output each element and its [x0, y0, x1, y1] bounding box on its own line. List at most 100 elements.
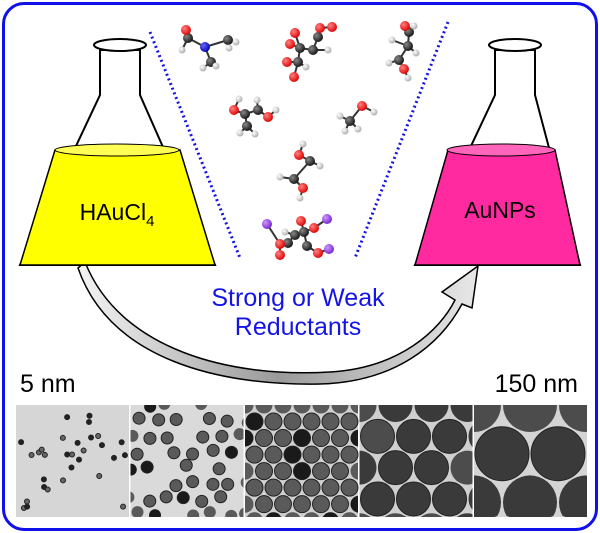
nanoparticle: [221, 477, 235, 491]
nanoparticle: [312, 429, 330, 448]
tem-image-strip: [16, 405, 587, 517]
nanoparticle: [350, 405, 358, 414]
atom: [285, 39, 295, 49]
nanoparticle: [530, 426, 586, 482]
atom: [289, 174, 299, 184]
nanoparticle: [284, 512, 301, 517]
nanoparticle: [432, 418, 467, 454]
atom: [315, 23, 325, 33]
nanoparticle: [264, 445, 283, 464]
nanoparticle: [28, 452, 35, 459]
nanoparticle: [414, 405, 449, 422]
nanoparticle: [24, 503, 31, 510]
nanoparticle: [302, 478, 321, 497]
atom: [212, 62, 220, 70]
molecule: [178, 25, 240, 72]
nanoparticle: [302, 412, 321, 431]
nanoparticle: [474, 405, 501, 432]
atom: [275, 250, 285, 260]
atom: [298, 183, 308, 193]
nanoparticle: [474, 426, 530, 482]
atom: [400, 21, 410, 31]
atom: [223, 35, 233, 45]
atom: [235, 95, 243, 103]
atom: [296, 194, 304, 202]
nanoparticle: [245, 445, 264, 464]
nanoparticle: [293, 405, 311, 414]
nanoparticle: [303, 512, 320, 517]
nanoparticle: [143, 494, 157, 508]
nanoparticle: [293, 429, 311, 448]
atom: [290, 28, 300, 38]
nanoparticle: [378, 405, 413, 422]
nanoparticle: [64, 451, 71, 458]
atom: [322, 214, 332, 224]
nanoparticle: [359, 405, 377, 422]
atom: [293, 57, 303, 67]
atom: [199, 64, 207, 72]
nanoparticle: [176, 491, 190, 505]
nanoparticle: [359, 450, 377, 485]
nanoparticle: [468, 419, 473, 454]
nanoparticle: [214, 490, 228, 504]
atom: [272, 106, 280, 114]
nanoparticle: [152, 413, 166, 427]
nanoparticle: [283, 445, 302, 464]
nanoparticle: [360, 418, 395, 454]
molecule: [229, 95, 280, 138]
atom: [385, 59, 393, 67]
nanoparticle: [121, 452, 128, 459]
nanoparticle: [321, 478, 340, 497]
nanoparticle: [131, 506, 144, 517]
atom: [276, 173, 284, 181]
product-label: AuNPs: [464, 197, 536, 223]
nanoparticle: [120, 503, 127, 510]
nanoparticle: [44, 486, 51, 493]
nanoparticle: [450, 450, 473, 485]
nanoparticle: [255, 462, 273, 481]
nanoparticle: [396, 418, 431, 454]
funnel-line-left: [148, 31, 242, 259]
nanoparticle: [206, 477, 220, 491]
tem-panel: [130, 405, 244, 517]
nanoparticle: [265, 512, 282, 517]
atom: [388, 36, 396, 44]
atom: [302, 63, 310, 71]
nanoparticle: [203, 506, 216, 517]
nanoparticle: [331, 495, 349, 514]
nanoparticle: [245, 495, 254, 513]
nanoparticle: [245, 412, 264, 431]
nanoparticle: [255, 429, 273, 448]
atom: [281, 228, 289, 236]
atom: [290, 230, 300, 240]
nanoparticle: [255, 405, 273, 414]
atom: [313, 248, 323, 258]
tem-panel: [474, 405, 587, 517]
nanoparticle: [312, 462, 330, 481]
nanoparticle: [38, 446, 45, 453]
nanoparticle: [140, 460, 154, 474]
nanoparticle: [274, 495, 292, 514]
nanoparticle: [195, 405, 208, 410]
nanoparticle: [23, 498, 30, 505]
nanoparticle: [233, 428, 244, 441]
atom: [232, 38, 240, 46]
nanoparticle: [88, 434, 95, 441]
nanoparticle: [169, 412, 183, 426]
nanoparticle: [321, 412, 340, 431]
tem-panel: [245, 405, 359, 517]
nanoparticle: [118, 439, 125, 446]
nanoparticle: [378, 513, 413, 517]
nanoparticle: [340, 445, 359, 464]
reductants-line2: Reductants: [235, 313, 361, 341]
nanoparticle: [68, 464, 75, 471]
nanoparticle: [264, 412, 283, 431]
nanoparticle: [220, 414, 234, 428]
nanoparticle: [341, 512, 358, 517]
nanoparticle: [360, 481, 395, 517]
nanoparticle: [158, 405, 171, 410]
atom: [200, 42, 210, 52]
nanoparticle: [340, 412, 359, 431]
